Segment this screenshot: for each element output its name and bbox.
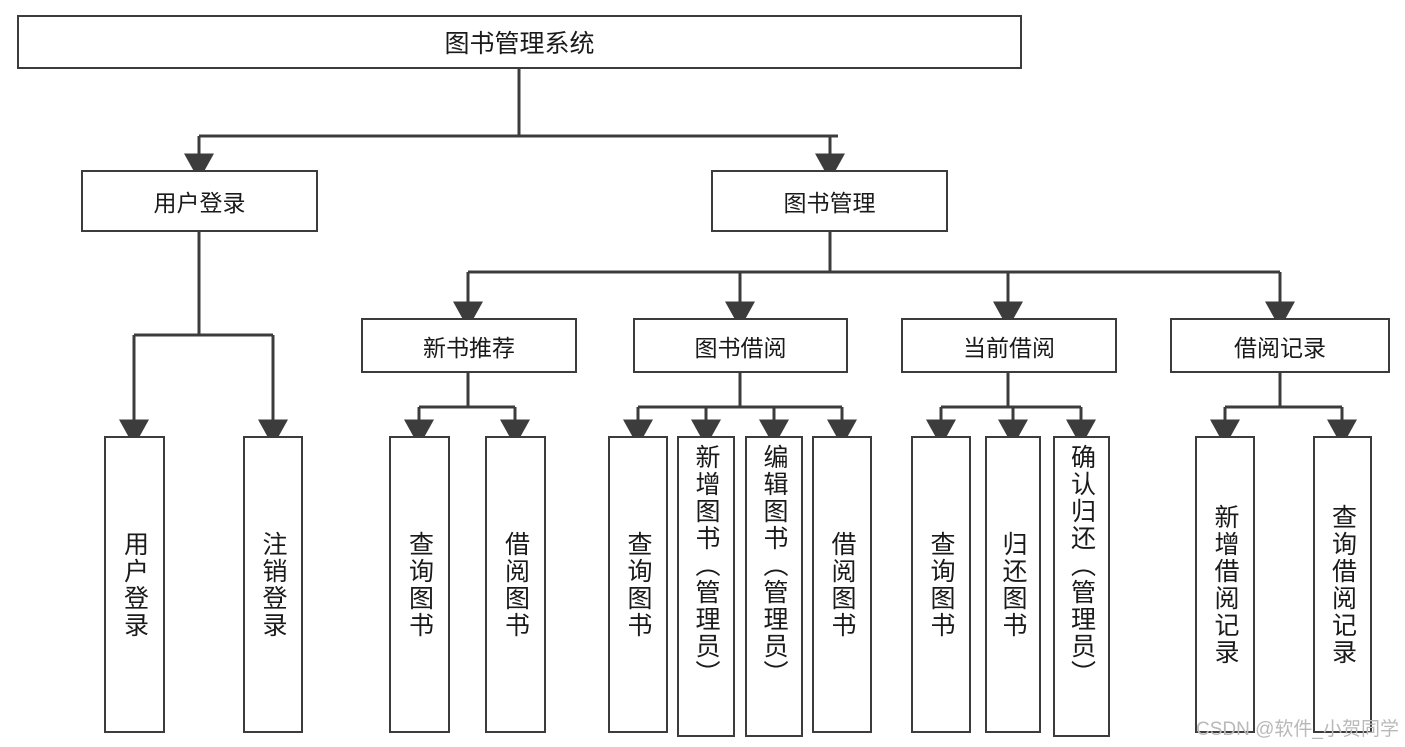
watermark-text: CSDN @软件_小贺同学 bbox=[1196, 719, 1399, 740]
leaf-user-login[interactable]: 用户登录 bbox=[104, 436, 165, 733]
node-label: 编辑图书（管理员） bbox=[760, 444, 788, 687]
leaf-add-book-admin[interactable]: 新增图书（管理员） bbox=[677, 436, 735, 737]
node-book-borrow[interactable]: 图书借阅 bbox=[633, 318, 848, 373]
leaf-add-borrow-record[interactable]: 新增借阅记录 bbox=[1195, 436, 1255, 733]
node-label: 查询图书 bbox=[624, 530, 652, 639]
node-label: 用户登录 bbox=[120, 530, 149, 639]
leaf-borrow-book[interactable]: 借阅图书 bbox=[812, 436, 872, 733]
node-label: 借阅记录 bbox=[1234, 334, 1326, 361]
node-label: 借阅图书 bbox=[828, 530, 856, 639]
node-borrow-records[interactable]: 借阅记录 bbox=[1170, 318, 1390, 373]
leaf-query-book-borrow[interactable]: 查询图书 bbox=[608, 436, 668, 733]
node-label: 确认归还（管理员） bbox=[1067, 444, 1096, 687]
node-label: 图书管理 bbox=[783, 190, 876, 216]
leaf-return-book[interactable]: 归还图书 bbox=[985, 436, 1041, 733]
node-label: 新增借阅记录 bbox=[1211, 503, 1239, 666]
node-label: 新书推荐 bbox=[423, 334, 515, 361]
leaf-borrow-book-recommend[interactable]: 借阅图书 bbox=[485, 436, 546, 733]
leaf-query-borrow-record[interactable]: 查询借阅记录 bbox=[1313, 436, 1372, 733]
node-user-login[interactable]: 用户登录 bbox=[81, 170, 318, 232]
node-label: 当前借阅 bbox=[963, 334, 1055, 361]
leaf-query-book-current[interactable]: 查询图书 bbox=[911, 436, 971, 733]
leaf-query-book-recommend[interactable]: 查询图书 bbox=[389, 436, 450, 733]
node-current-borrow[interactable]: 当前借阅 bbox=[901, 318, 1117, 373]
node-label: 图书管理系统 bbox=[444, 30, 595, 58]
node-label: 用户登录 bbox=[153, 190, 246, 216]
node-book-management[interactable]: 图书管理 bbox=[711, 170, 948, 232]
node-label: 查询图书 bbox=[405, 530, 434, 639]
node-label: 图书借阅 bbox=[694, 334, 787, 361]
node-label: 注销登录 bbox=[259, 530, 287, 639]
node-label: 归还图书 bbox=[999, 530, 1027, 639]
leaf-confirm-return-admin[interactable]: 确认归还（管理员） bbox=[1053, 436, 1110, 737]
leaf-edit-book-admin[interactable]: 编辑图书（管理员） bbox=[745, 436, 803, 737]
leaf-logout[interactable]: 注销登录 bbox=[243, 436, 303, 733]
node-new-book-recommend[interactable]: 新书推荐 bbox=[361, 318, 577, 373]
node-label: 查询图书 bbox=[927, 530, 955, 639]
node-root-system[interactable]: 图书管理系统 bbox=[17, 15, 1022, 69]
node-label: 查询借阅记录 bbox=[1328, 503, 1357, 666]
node-label: 借阅图书 bbox=[501, 530, 530, 639]
node-label: 新增图书（管理员） bbox=[692, 444, 720, 687]
